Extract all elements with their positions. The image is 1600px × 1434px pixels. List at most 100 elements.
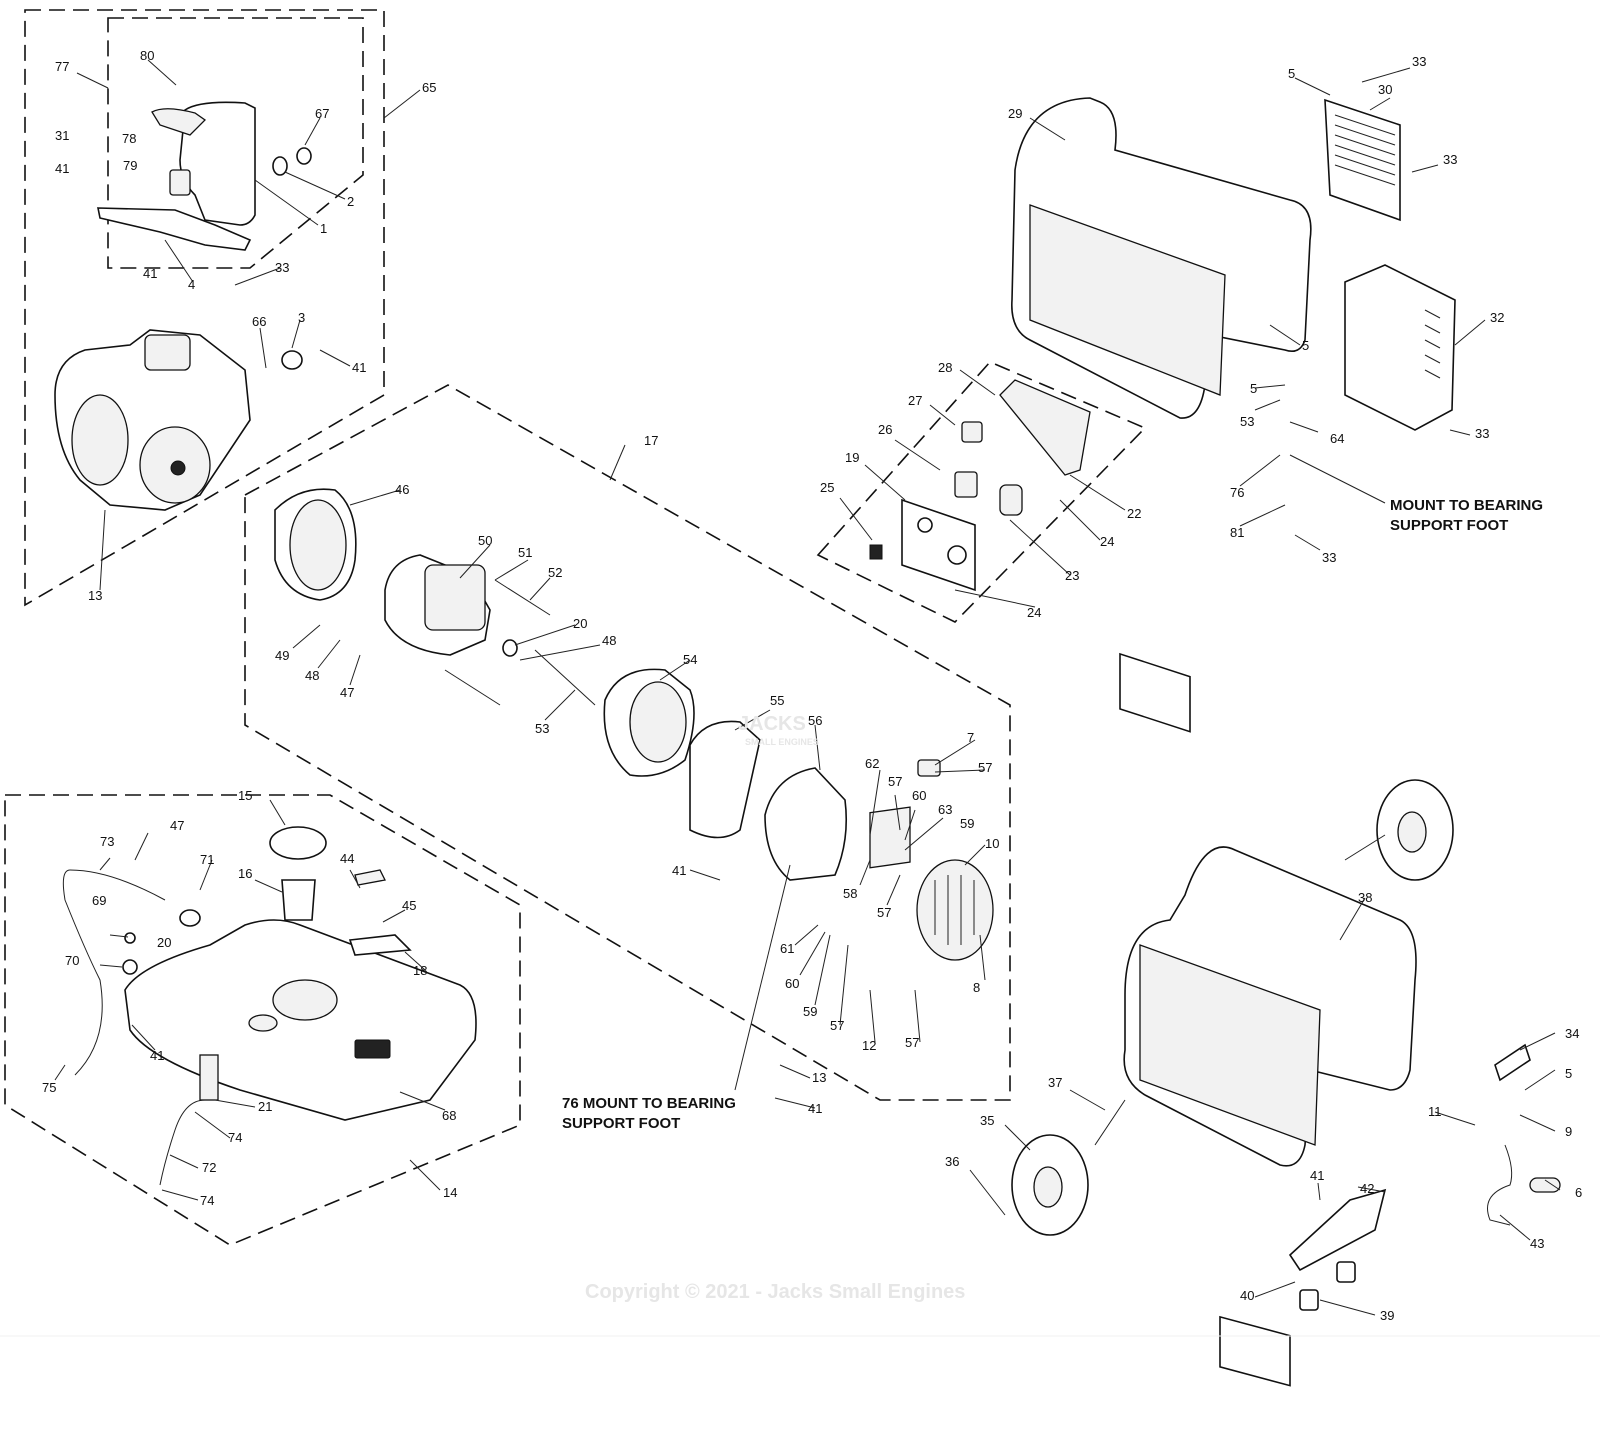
callout-33a: 33 [1412,54,1426,69]
callout-71: 71 [200,852,214,867]
callout-44: 44 [340,851,354,866]
callout-75: 75 [42,1080,56,1095]
frame-cutout [1119,652,1191,733]
callout-31: 31 [55,128,69,143]
callout-35: 35 [980,1113,994,1128]
callout-53b: 53 [1240,414,1254,429]
callout-8: 8 [973,980,980,995]
panel-hole-2 [947,545,967,565]
callout-40: 40 [1240,1288,1254,1303]
fuel-tank-group-boundary [4,794,521,1246]
callout-1: 1 [320,221,327,236]
callout-57e: 57 [905,1035,919,1050]
callout-48a: 48 [305,668,319,683]
exhaust-gasket [281,350,303,370]
callout-53a: 53 [535,721,549,736]
callout-34: 34 [1565,1026,1579,1041]
axle-bottom [1094,1099,1126,1146]
callout-25: 25 [820,480,834,495]
callout-74b: 74 [200,1193,214,1208]
callout-16: 16 [238,866,252,881]
callout-60a: 60 [912,788,926,803]
muffler-subgroup-boundary [107,17,364,269]
callout-58: 58 [843,886,857,901]
muffler-bracket [97,207,252,251]
callout-24b: 24 [1027,605,1041,620]
panel-hole-1 [917,517,933,533]
callout-32: 32 [1490,310,1504,325]
callout-5a: 5 [1288,66,1295,81]
note-mount-right-line1: MOUNT TO BEARING [1390,497,1543,514]
control-panel-group-boundary [816,361,1147,623]
callout-9: 9 [1565,1124,1572,1139]
callout-50: 50 [478,533,492,548]
callout-54: 54 [683,652,697,667]
callout-77: 77 [55,59,69,74]
callout-47a: 47 [340,685,354,700]
engine-assembly [54,101,312,511]
fuel-gauge-bracket [348,934,412,956]
frame-panel [1029,204,1226,396]
callout-52: 52 [548,565,562,580]
callout-39: 39 [1380,1308,1394,1323]
callout-81: 81 [1230,525,1244,540]
fuel-cap [269,826,327,860]
rear-bearing-carrier [764,767,848,881]
engine-crankshaft [170,460,186,476]
group-boundaries [4,9,1147,1246]
callout-11: 11 [1428,1104,1442,1119]
handle-bracket [1494,1043,1531,1082]
engine-group-boundary [24,9,385,607]
note-mount-center-line2: SUPPORT FOOT [562,1115,680,1132]
axle-top [1344,834,1386,861]
callout-72: 72 [202,1160,216,1175]
callout-22: 22 [1127,506,1141,521]
callout-47b: 47 [170,818,184,833]
callout-45: 45 [402,898,416,913]
callout-17: 17 [644,433,658,448]
muffler-nut [296,147,312,165]
washer-70 [122,959,138,975]
callout-41e: 41 [808,1101,822,1116]
callout-68: 68 [442,1108,456,1123]
leader-lines [54,59,1561,1316]
notes: MOUNT TO BEARING SUPPORT FOOT 76 MOUNT T… [562,497,1543,1132]
fuel-valve [179,909,201,927]
callout-80: 80 [140,48,154,63]
callout-56: 56 [808,713,822,728]
callout-10: 10 [985,836,999,851]
callout-6: 6 [1575,1185,1582,1200]
callout-19: 19 [845,450,859,465]
wheel-bottom-hub [1033,1166,1063,1208]
callout-23: 23 [1065,568,1079,583]
brush-holder [917,759,941,777]
callout-29: 29 [1008,106,1022,121]
callout-5b: 5 [1302,338,1309,353]
callout-64: 64 [1330,431,1344,446]
rotor-core [424,564,486,631]
callout-73: 73 [100,834,114,849]
control-panel-parts [869,421,1023,592]
outlet-duplex [954,471,978,498]
callout-28: 28 [938,360,952,375]
callout-5c: 5 [1250,381,1257,396]
through-bolts [444,579,596,706]
callout-36: 36 [945,1154,959,1169]
tank-filler-neck [272,979,338,1021]
callout-37: 37 [1048,1075,1062,1090]
callout-57a: 57 [978,760,992,775]
callout-41f: 41 [150,1048,164,1063]
callout-78: 78 [122,131,136,146]
alternator-assembly [274,488,994,961]
callout-33d: 33 [275,260,289,275]
callout-41b: 41 [143,266,157,281]
alternator-group-boundary [244,384,1011,1101]
fuel-cap-bracket [354,869,386,886]
callout-74a: 74 [228,1130,242,1145]
bearing [502,639,518,657]
callout-33c: 33 [1475,426,1489,441]
callout-24a: 24 [1100,534,1114,549]
watermark-logo: JACKS [738,713,806,735]
callout-33b: 33 [1443,152,1457,167]
note-mount-center-line1: 76 MOUNT TO BEARING [562,1095,736,1112]
